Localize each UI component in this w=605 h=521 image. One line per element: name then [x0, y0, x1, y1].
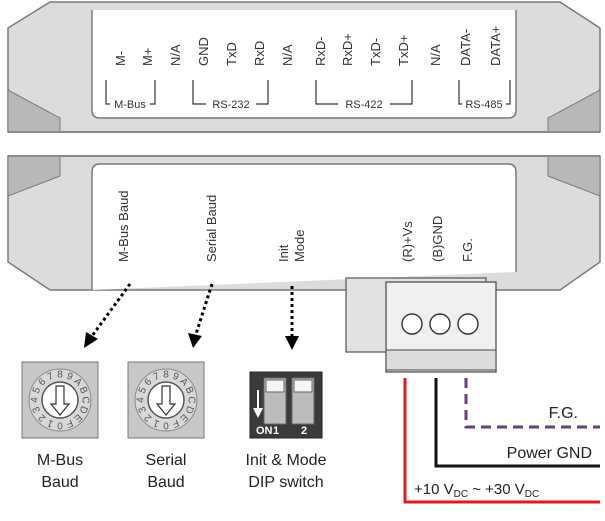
- dial-char: B: [183, 385, 196, 396]
- label-vs: (R)+Vs: [400, 221, 415, 262]
- dial-char: 1: [45, 417, 55, 429]
- label-mbus-baud: M-Bus Baud: [116, 190, 131, 262]
- dial-char: 7: [152, 371, 162, 383]
- dial-char: 5: [31, 385, 43, 395]
- screw-2: [429, 313, 451, 335]
- power-prefix: +10 V: [414, 481, 454, 498]
- screw-3: [457, 313, 479, 335]
- dial-char: 4: [30, 397, 41, 403]
- pin-label: GND: [196, 37, 211, 66]
- screw-1: [401, 313, 423, 335]
- dial-char: 1: [151, 417, 161, 429]
- power-gnd-label: Power GND: [507, 445, 592, 462]
- group-label-rs485: RS-485: [465, 99, 502, 111]
- top-module: [7, 1, 601, 133]
- pin-label: TxD-: [368, 38, 383, 66]
- label-fg: F.G.: [460, 238, 475, 262]
- fg-wire: [464, 378, 600, 429]
- pin-label: RxD: [252, 41, 267, 66]
- dial-char: C: [79, 396, 90, 403]
- pin-label: N/A: [280, 44, 295, 66]
- dotted-arrows: [90, 283, 294, 338]
- fg-label: F.G.: [549, 405, 578, 422]
- pin-label: M+: [140, 48, 155, 66]
- dial-char: 0: [163, 419, 169, 430]
- dial-char: D: [77, 404, 90, 415]
- dial-char: B: [77, 385, 90, 396]
- label-serial-baud: Serial Baud: [204, 195, 219, 262]
- power-sub1: DC: [454, 489, 468, 500]
- power-wire: [403, 378, 600, 504]
- dial-char: D: [183, 404, 196, 415]
- dip-pin1-label: 1: [273, 425, 279, 437]
- caption-dip-line1: Init & Mode: [246, 452, 327, 469]
- pin-label: N/A: [168, 44, 183, 66]
- dial-char: F: [65, 417, 75, 430]
- dial-char: 8: [163, 370, 169, 381]
- dial-char: F: [171, 417, 181, 430]
- dial-char: 9: [65, 371, 75, 383]
- arrow-head-serial: [188, 333, 202, 348]
- arrow-head-init: [285, 336, 299, 350]
- dip-switch: ON 1 2: [249, 371, 323, 439]
- label-mode: Mode: [292, 229, 307, 262]
- group-label-rs232: RS-232: [212, 99, 249, 111]
- dip-on-label: ON: [256, 425, 273, 437]
- caption-mbus-line1: M-Bus: [37, 452, 83, 469]
- label-init: Init: [276, 244, 291, 262]
- pin-label: RxD-: [313, 36, 328, 66]
- dial-char: 7: [46, 371, 56, 383]
- terminal-block: [345, 277, 497, 373]
- caption-dip-line2: DIP switch: [248, 474, 323, 491]
- bottom-module: [7, 155, 601, 291]
- arrow-head-mbus: [84, 332, 98, 348]
- dial-char: 3: [31, 404, 43, 414]
- dial-char: 4: [136, 397, 147, 403]
- dial-char: 5: [137, 385, 149, 395]
- dial-char: 8: [57, 370, 63, 381]
- dip-pin2-label: 2: [301, 425, 307, 437]
- power-supply-label: +10 VDC ~ +30 VDC: [414, 481, 539, 500]
- dial-char: C: [185, 396, 196, 403]
- wires: [403, 378, 600, 504]
- dial-char: 9: [171, 371, 181, 383]
- power-sub2: DC: [525, 489, 539, 500]
- pin-label: DATA-: [458, 29, 473, 66]
- pin-label: TxD: [224, 42, 239, 66]
- pin-label: RxD+: [340, 33, 355, 66]
- caption-serial-line2: Baud: [147, 474, 184, 491]
- label-gnd: (B)GND: [430, 216, 445, 262]
- dial-char: 3: [137, 404, 149, 414]
- pin-label: DATA+: [488, 26, 503, 66]
- group-label-rs422: RS-422: [345, 99, 382, 111]
- gnd-wire: [434, 378, 600, 468]
- caption-mbus-line2: Baud: [41, 474, 78, 491]
- pin-label: N/A: [428, 44, 443, 66]
- pin-label: TxD+: [396, 35, 411, 66]
- pin-label: M-: [113, 51, 128, 66]
- group-label-mbus: M-Bus: [114, 99, 146, 111]
- top-pin-labels: M- M+ N/A GND TxD RxD N/A RxD- RxD+ TxD-…: [113, 26, 503, 66]
- power-mid: ~ +30 V: [468, 481, 525, 498]
- dial-char: 0: [57, 419, 63, 430]
- caption-serial-line1: Serial: [146, 452, 187, 469]
